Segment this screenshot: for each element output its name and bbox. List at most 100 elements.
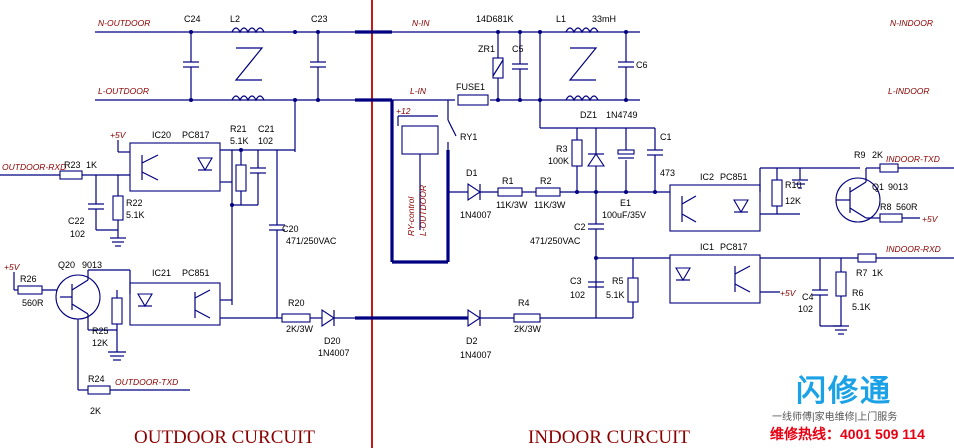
label-d1-value: 1N4007 [460,210,492,220]
label-c22: C22 [68,216,85,226]
label-q20-value: 9013 [82,260,102,270]
label-r5-value: 5.1K [606,290,625,300]
label-r8-value: 560R [896,202,918,212]
section-indoor-title: INDOOR CURCUIT [528,427,690,448]
label-c2-value: 471/250VAC [530,236,581,246]
ic2-optocoupler [669,184,761,232]
label-ic20: IC20 [152,130,171,140]
watermark-brand: 闪修通 [796,374,892,409]
label-r21: R21 [230,124,247,134]
label-r6-value: 5.1K [852,302,871,312]
label-r10: R10 [785,180,802,190]
label-l1: L1 [556,14,566,24]
label-c20: C20 [282,224,299,234]
label-r21-value: 5.1K [230,136,249,146]
label-r3-value: 100K [548,156,569,166]
label-pc817-b: PC817 [720,242,748,252]
label-zr1-part: 14D681K [476,14,514,24]
label-d2-value: 1N4007 [460,350,492,360]
label-e1-value: 100uF/35V [602,210,646,220]
net-plus5v-q20: +5V [4,262,21,272]
label-r8: R8 [880,202,892,212]
label-c22-value: 102 [70,229,85,239]
net-l-outdoor: L-OUTDOOR [98,86,149,96]
relay-ry1 [397,100,457,230]
label-zr1: ZR1 [478,44,495,54]
net-n-in: N-IN [412,18,430,28]
ic1-optocoupler [669,254,761,304]
net-plus12: +12 [396,106,411,116]
label-r22: R22 [126,198,143,208]
label-c6: C6 [636,60,648,70]
net-l-in: L-IN [410,86,427,96]
label-c1-value: 473 [660,168,675,178]
label-r20-value: 2K/3W [286,324,314,334]
label-r3: R3 [556,144,568,154]
indoor-power-network [392,128,670,328]
label-c21-value: 102 [258,136,273,146]
label-c21: C21 [258,124,275,134]
net-l-outdoor-vertical: L-OUTDOOR [418,185,428,236]
ic20-optocoupler [117,140,221,192]
label-r6: R6 [852,288,864,298]
indoor-emi-filter [457,27,655,129]
label-ic2: IC2 [700,172,714,182]
label-q20: Q20 [58,260,75,270]
label-c4-value: 102 [798,304,813,314]
label-dz1: DZ1 [580,110,597,120]
label-r25: R25 [92,326,109,336]
label-r26-value: 560R [22,298,44,308]
label-pc851-b: PC851 [720,172,748,182]
outdoor-network [0,148,392,328]
label-d20: D20 [324,336,341,346]
label-c20-value: 471/250VAC [286,236,337,246]
label-r4: R4 [518,298,530,308]
net-ry-control: RY-control [406,196,416,236]
label-r24-value: 2K [90,406,101,416]
label-c3-value: 102 [570,290,585,300]
label-r1: R1 [502,176,514,186]
label-d20-value: 1N4007 [318,348,350,358]
label-r22-value: 5.1K [126,210,145,220]
outdoor-emi-filter [183,27,326,152]
label-d1: D1 [466,168,478,178]
label-r7: R7 [856,268,868,278]
label-ic1: IC1 [700,242,714,252]
label-r10-value: 12K [785,196,801,206]
label-c4: C4 [802,292,814,302]
label-pc851-a: PC851 [182,268,210,278]
net-plus5v-ic20: +5V [110,130,127,140]
net-n-indoor: N-INDOOR [890,18,933,28]
label-c3: C3 [570,276,582,286]
label-r1-value: 11K/3W [496,200,528,210]
label-r5: R5 [612,276,624,286]
section-outdoor-title: OUTDOOR CURCUIT [134,427,315,448]
watermark-tagline: 一线师傅|家电维修|上门服务 [772,412,898,423]
label-ry1: RY1 [460,132,477,142]
net-plus5v-r8: +5V [922,214,939,224]
net-outdoor-rxd: OUTDOOR-RXD [2,162,66,172]
label-fuse1: FUSE1 [456,82,485,92]
label-r25-value: 12K [92,338,108,348]
net-plus5v-ic1: +5V [780,288,797,298]
watermark-hotline: 维修热线：4001 509 114 [770,426,925,442]
ic21-optocoupler [129,282,221,326]
label-r2: R2 [540,176,552,186]
label-e1: E1 [620,198,631,208]
label-r9: R9 [854,150,866,160]
label-l2: L2 [230,14,240,24]
net-n-outdoor: N-OUTDOOR [98,18,150,28]
net-l-indoor: L-INDOOR [888,86,930,96]
label-c1: C1 [660,132,672,142]
label-dz1-value: 1N4749 [606,110,638,120]
net-indoor-txd: INDOOR-TXD [886,154,940,164]
label-r4-value: 2K/3W [514,324,542,334]
watermark-logo: 闪修通 一线师傅|家电维修|上门服务 维修热线：4001 509 114 [768,366,948,446]
label-q1: Q1 [872,182,884,192]
indoor-right-network [759,163,954,335]
label-l1-value: 33mH [592,14,616,24]
label-c23: C23 [311,14,328,24]
label-r20: R20 [288,298,305,308]
label-c2: C2 [574,222,586,232]
